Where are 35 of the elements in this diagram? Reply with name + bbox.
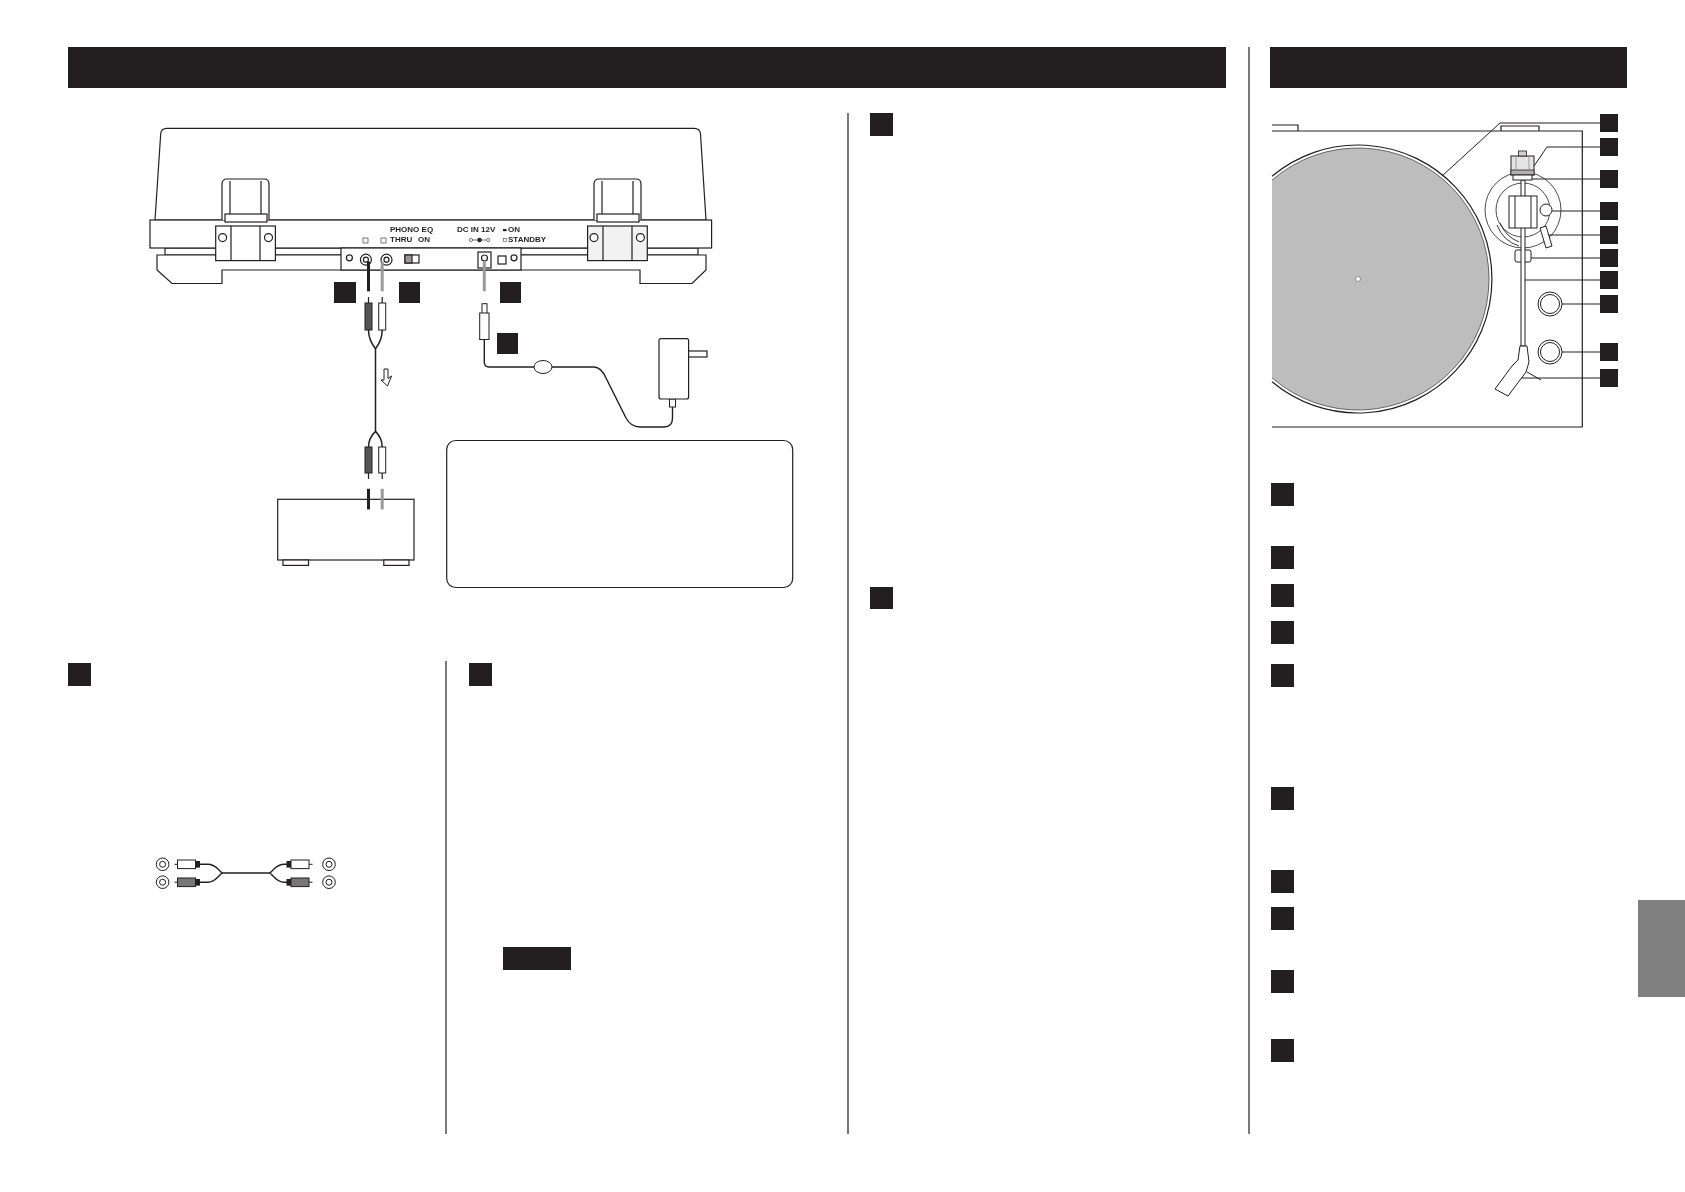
callout-marker	[1600, 138, 1618, 156]
panel-label: DC IN 12V	[457, 226, 496, 234]
leader-line	[1521, 377, 1601, 379]
panel-label: THRU	[390, 236, 413, 244]
control-knob	[1537, 291, 1563, 317]
callout-marker	[1600, 295, 1618, 313]
panel-label: ON	[508, 226, 520, 234]
leader-line	[1530, 257, 1601, 259]
leader-line	[1561, 351, 1601, 353]
leader-line	[1551, 210, 1601, 212]
leader-line	[1561, 303, 1601, 305]
headshell	[1494, 345, 1542, 397]
callout-marker	[1600, 170, 1618, 188]
tonearm-dial	[1539, 203, 1553, 217]
leader-line	[1524, 279, 1601, 281]
tonearm-collar	[1512, 174, 1533, 181]
callout-marker	[1600, 271, 1618, 289]
panel-label: PHONO EQ	[390, 226, 434, 234]
panel-label: STANDBY	[508, 236, 547, 244]
counterweight	[1510, 150, 1535, 176]
leader-line	[1533, 146, 1601, 167]
platter	[1271, 144, 1493, 414]
callout-marker	[1600, 369, 1618, 387]
tonearm	[1508, 179, 1538, 347]
leader-line	[1548, 234, 1601, 236]
leader-line	[1441, 122, 1601, 177]
control-knob	[1537, 339, 1563, 365]
arm-lever	[1539, 225, 1553, 249]
panel-label: ON	[418, 236, 430, 244]
callout-marker	[1600, 343, 1618, 361]
leader-line	[1531, 178, 1601, 180]
callout-marker	[1600, 114, 1618, 132]
callout-marker	[1600, 226, 1618, 244]
callout-marker	[1600, 249, 1618, 267]
callout-marker	[1600, 202, 1618, 220]
